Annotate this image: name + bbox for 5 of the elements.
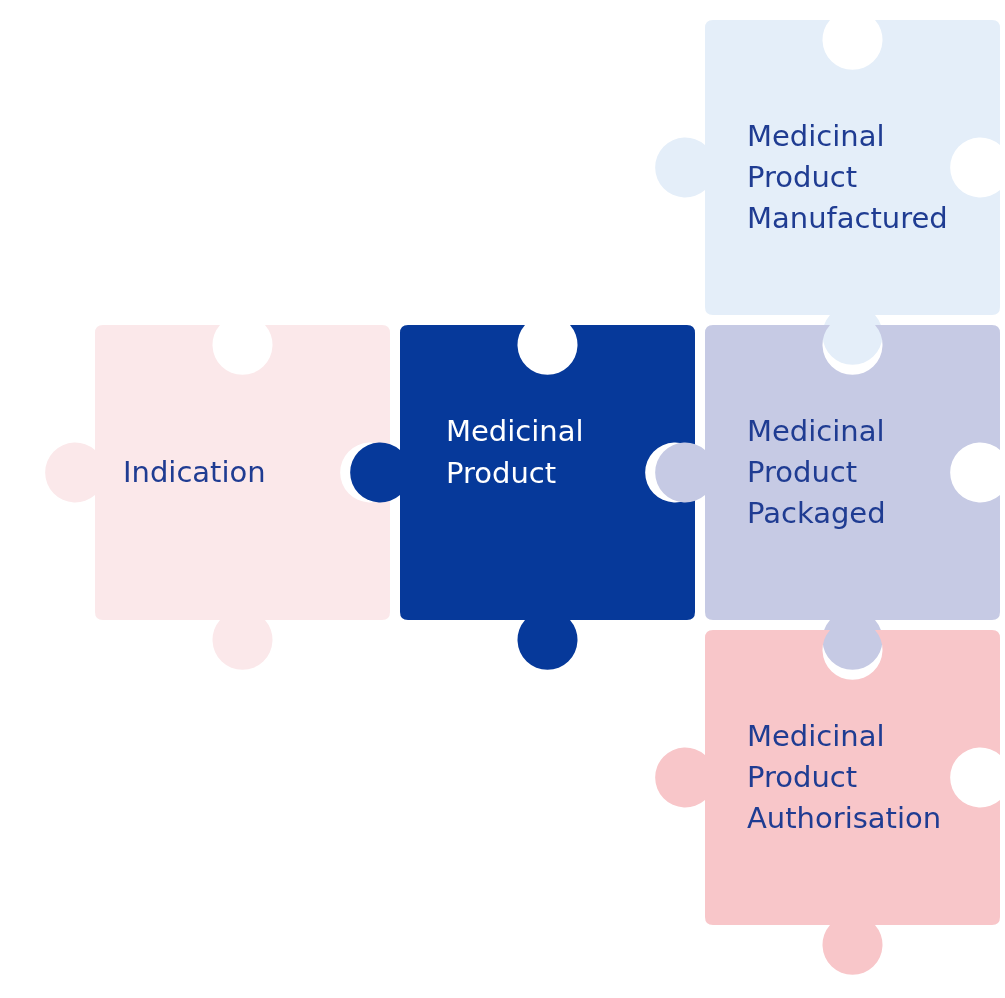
piece-label: Medicinal Product Manufactured <box>747 117 949 238</box>
piece-label: Medicinal Product Packaged <box>747 412 887 533</box>
piece-label: Medicinal Product Authorisation <box>747 717 943 838</box>
piece-label: Medicinal Product <box>446 413 585 492</box>
piece-label: Indication <box>123 453 267 491</box>
